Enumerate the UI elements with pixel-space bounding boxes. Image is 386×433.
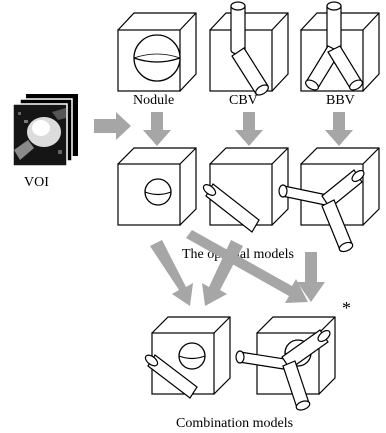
cube-optimal-bbv xyxy=(279,148,379,253)
label-cbv: CBV xyxy=(229,93,258,108)
cube-nodule xyxy=(118,13,196,91)
label-combination-models: Combination models xyxy=(176,416,293,431)
label-bbv: BBV xyxy=(326,93,355,108)
arrow-nodule-down xyxy=(143,112,171,146)
cbv-vessel-vertical xyxy=(231,2,245,54)
voi-image-stack xyxy=(13,94,78,166)
cube-cbv xyxy=(210,2,288,97)
cube-bbv xyxy=(301,2,379,92)
arrow-cbv-down xyxy=(235,112,263,146)
nodule-sphere xyxy=(134,35,180,81)
bbv-vessel-trunk xyxy=(327,2,341,50)
label-nodule: Nodule xyxy=(133,93,174,108)
label-voi: VOI xyxy=(24,175,49,190)
arrow-bbv-down xyxy=(325,112,353,146)
arrow-voi-to-models xyxy=(94,112,131,140)
cube-combo-nodule-bbv xyxy=(236,317,335,412)
cube-optimal-cbv xyxy=(202,148,288,232)
asterisk-marker: * xyxy=(342,298,351,318)
cube-combo-nodule-cbv xyxy=(144,317,230,398)
cube-optimal-nodule xyxy=(118,148,196,225)
